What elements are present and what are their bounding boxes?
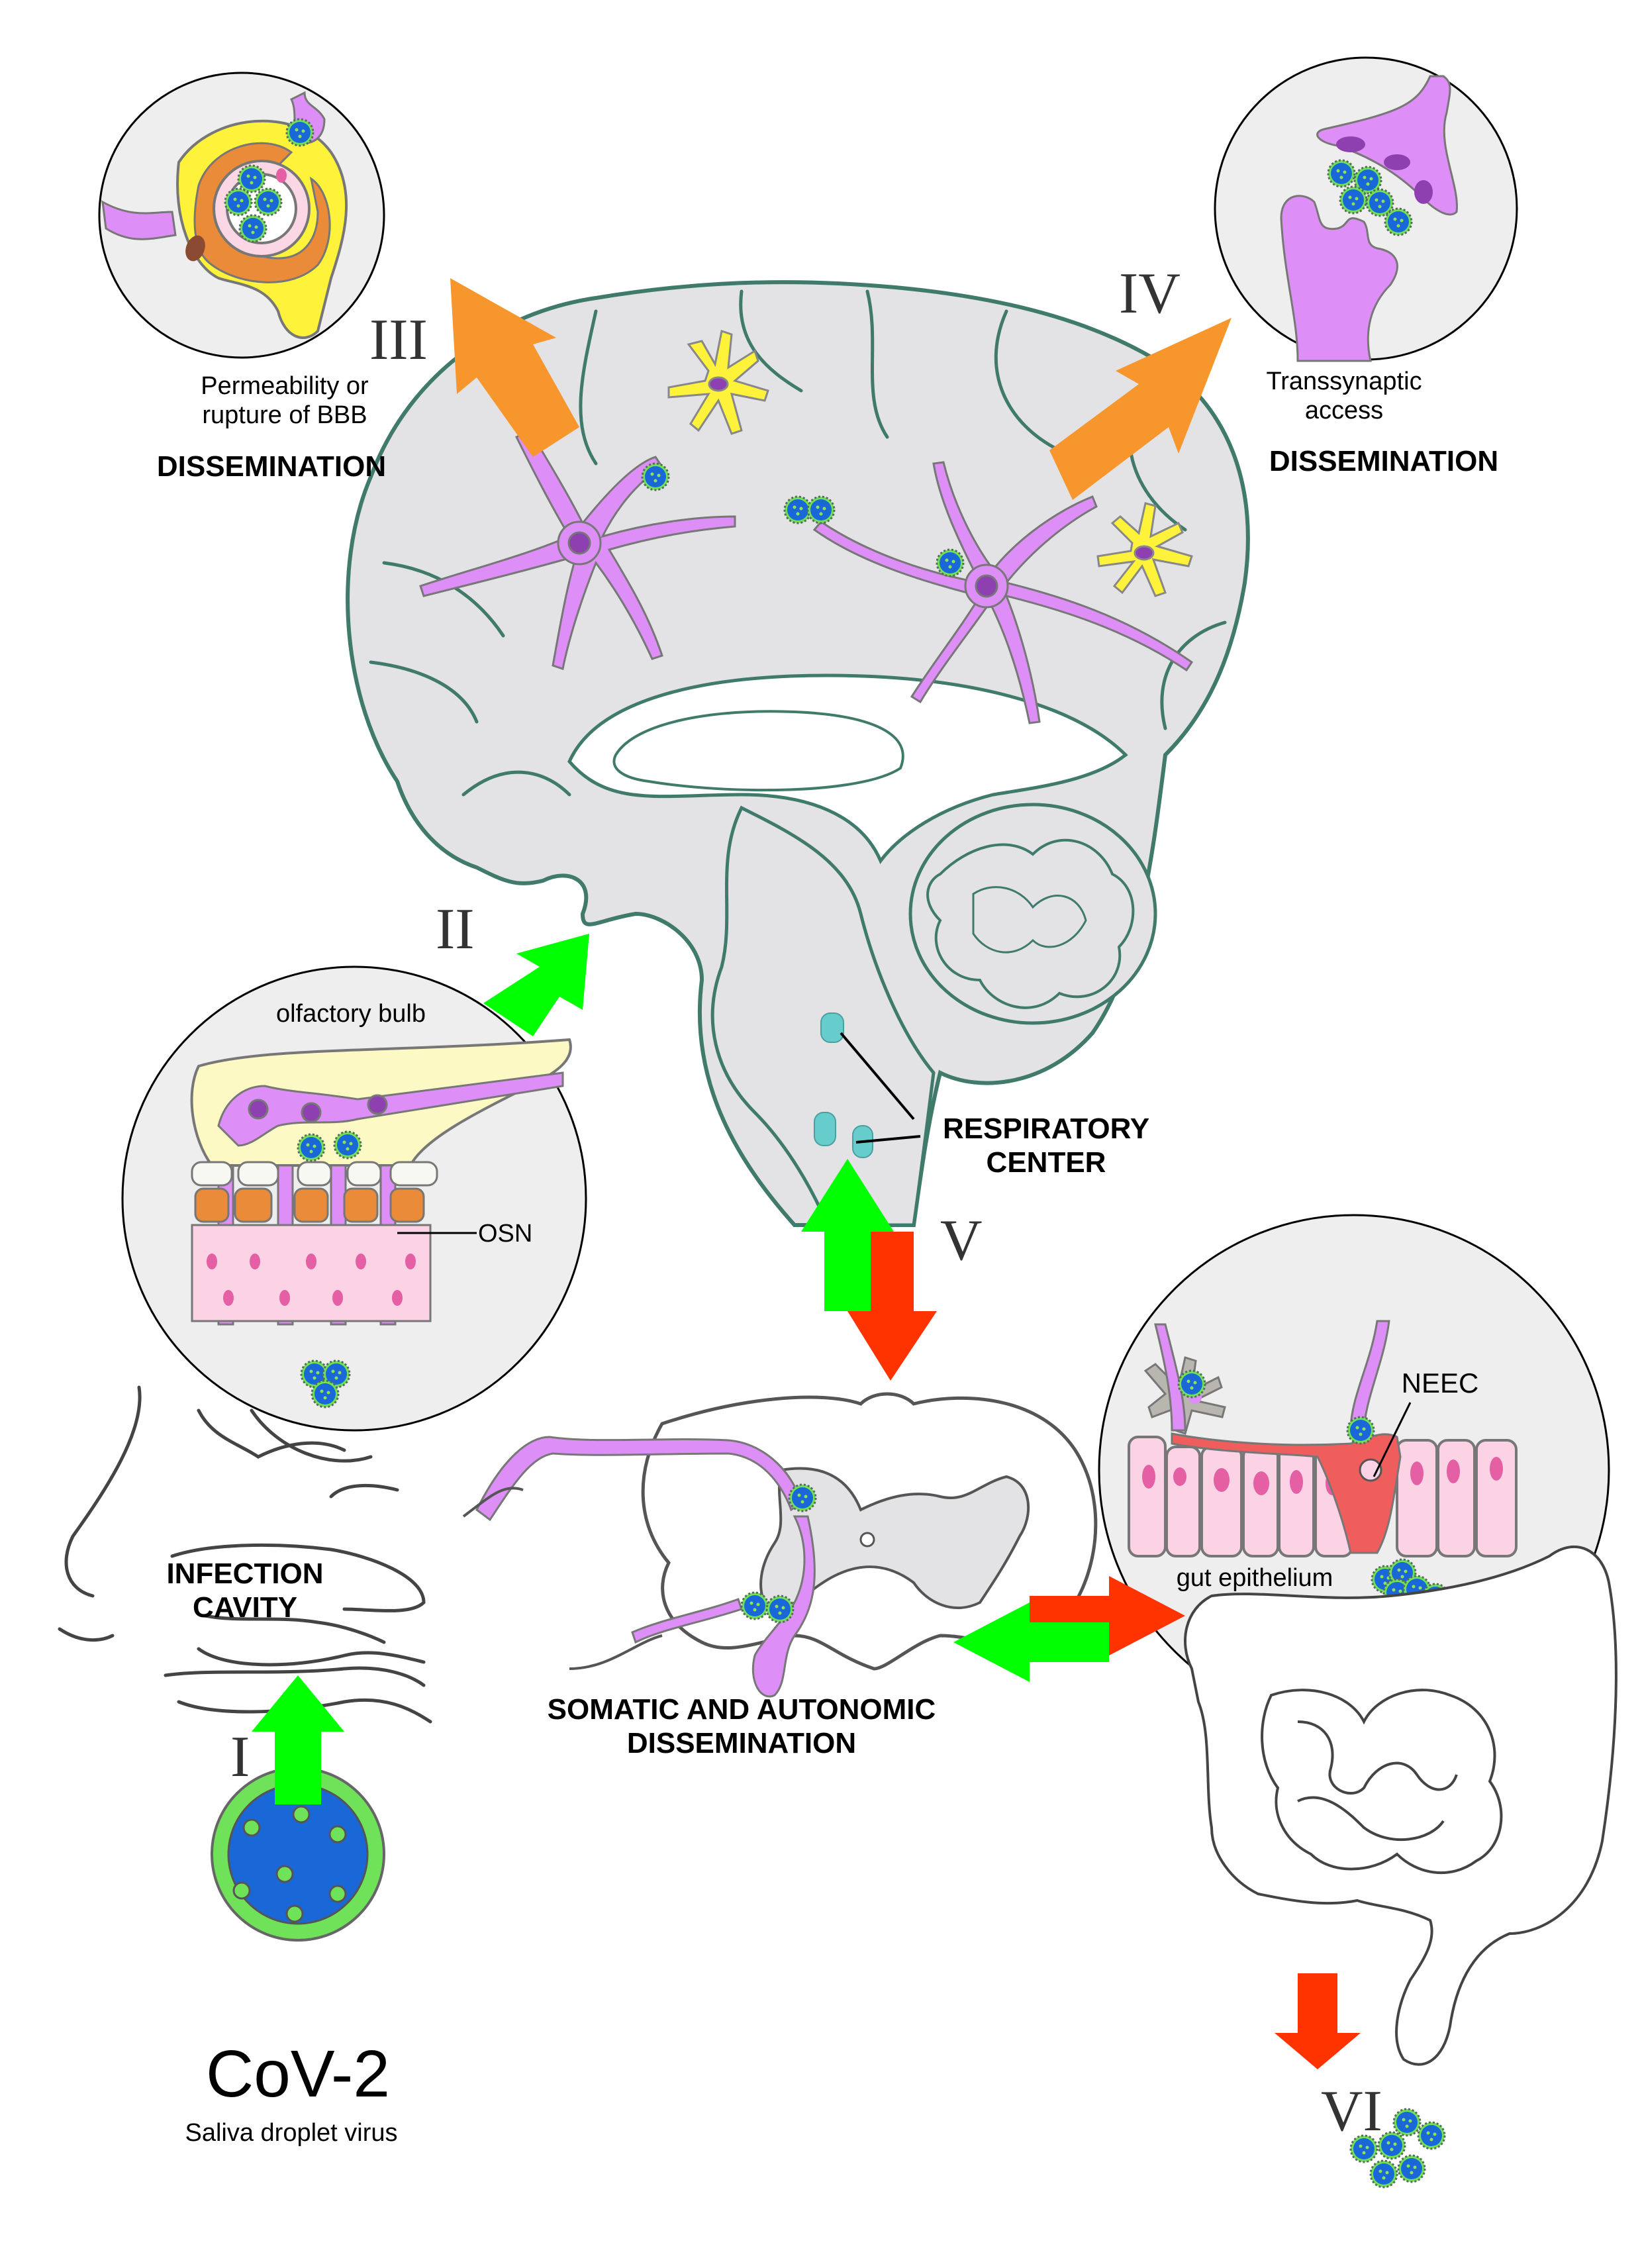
bbb-description: Permeability or rupture of BBB <box>179 372 391 430</box>
neuron-process <box>101 200 177 240</box>
transsynaptic-dissemination-title: DISSEMINATION <box>1269 445 1499 477</box>
mitral-cells <box>217 1071 564 1147</box>
virion <box>311 1379 340 1408</box>
transsynaptic-description: Transsynaptic access <box>1258 368 1430 425</box>
arrow-route-VI <box>1275 1973 1361 2069</box>
lateral-ventricle <box>612 710 904 792</box>
somatic-line-1: SOMATIC AND AUTONOMIC <box>547 1693 936 1726</box>
astrocyte-right <box>1096 502 1193 597</box>
transsynaptic-line-1: Transsynaptic <box>1266 368 1422 395</box>
transsynaptic-line-2: access <box>1304 396 1384 424</box>
arrow-route-I <box>252 1675 344 1804</box>
respiratory-pointer-lines <box>840 1032 921 1144</box>
infection-line-2: CAVITY <box>192 1591 298 1624</box>
nerve-fiber-left <box>1154 1323 1186 1432</box>
virion <box>788 1483 817 1512</box>
virion <box>1346 1416 1375 1445</box>
intestines <box>1184 1545 1618 2066</box>
somatic-line-2: DISSEMINATION <box>626 1726 857 1759</box>
olfactory-bulb-label: olfactory bulb <box>275 1000 426 1028</box>
bbb-line-2: rupture of BBB <box>202 401 367 429</box>
virion <box>1327 159 1356 188</box>
virion <box>1392 2108 1422 2137</box>
virion <box>1417 2121 1446 2150</box>
virion <box>936 548 965 577</box>
nasal-cavity <box>58 1385 432 1724</box>
respiratory-center-label: RESPIRATORY CENTER <box>914 1112 1179 1179</box>
cov2-virion-large <box>211 1767 385 1942</box>
virion <box>1377 2131 1406 2160</box>
route-numeral-I: I <box>230 1725 250 1789</box>
sustentacular-cells <box>194 1187 425 1223</box>
neuron-right <box>812 461 1194 724</box>
virion <box>1384 207 1413 236</box>
route-numeral-III: III <box>369 308 428 372</box>
virion <box>765 1595 795 1624</box>
respiratory-line-1: RESPIRATORY <box>942 1112 1150 1145</box>
brain-sagittal <box>346 280 1250 1227</box>
virion <box>1339 185 1368 215</box>
virion <box>806 495 836 524</box>
neec-cell <box>1171 1432 1402 1554</box>
virion <box>297 1133 326 1162</box>
virus-name: CoV-2 <box>206 2037 390 2111</box>
bbb-dissemination-title: DISSEMINATION <box>156 450 387 483</box>
route-numeral-IV: IV <box>1119 262 1181 326</box>
arrow-route-IV <box>1049 318 1232 500</box>
virion <box>224 187 253 217</box>
arrow-gut-to-somatic <box>953 1602 1109 1682</box>
epithelium-nuclei <box>207 1254 416 1306</box>
astrocyte-top <box>667 330 769 435</box>
virion <box>1369 2159 1398 2189</box>
neec-pointer-line <box>1373 1402 1412 1477</box>
infection-line-1: INFECTION <box>166 1557 324 1590</box>
virion <box>254 187 283 217</box>
postsynaptic-spine <box>1280 195 1398 362</box>
route-numeral-V: V <box>940 1208 983 1273</box>
virion <box>641 462 670 491</box>
virion <box>333 1130 362 1159</box>
arrow-route-II <box>483 934 589 1036</box>
cerebellum <box>908 803 1157 1025</box>
infection-cavity-label: INFECTION CAVITY <box>146 1557 344 1624</box>
virion <box>740 1591 769 1620</box>
respiratory-line-2: CENTER <box>986 1146 1106 1179</box>
arrow-route-III <box>450 278 579 457</box>
virion <box>1177 1369 1206 1399</box>
arrow-route-V-down <box>847 1232 937 1381</box>
inset-synapse <box>1214 56 1518 362</box>
route-numeral-II: II <box>436 897 475 961</box>
virion <box>1397 2154 1426 2183</box>
neuron-left <box>419 429 736 670</box>
cribriform-plate <box>191 1161 438 1187</box>
bbb-line-1: Permeability or <box>201 372 369 400</box>
virus-caption: Saliva droplet virus <box>185 2119 398 2147</box>
inset-bbb <box>98 72 385 359</box>
virion <box>238 214 267 243</box>
somatic-autonomic-label: SOMATIC AND AUTONOMIC DISSEMINATION <box>503 1693 980 1760</box>
gut-epithelium-label: gut epithelium <box>1176 1564 1333 1592</box>
osn-label: OSN <box>478 1220 533 1248</box>
spike-proteins <box>232 1805 347 1923</box>
olfactory-epithelium <box>191 1224 432 1322</box>
virion <box>237 164 266 193</box>
route-numeral-VI: VI <box>1321 2079 1382 2144</box>
inset-olfactory <box>121 965 587 1432</box>
virion <box>285 118 314 147</box>
neec-label: NEEC <box>1401 1367 1479 1399</box>
spinal-cord-section <box>462 1392 1098 1698</box>
